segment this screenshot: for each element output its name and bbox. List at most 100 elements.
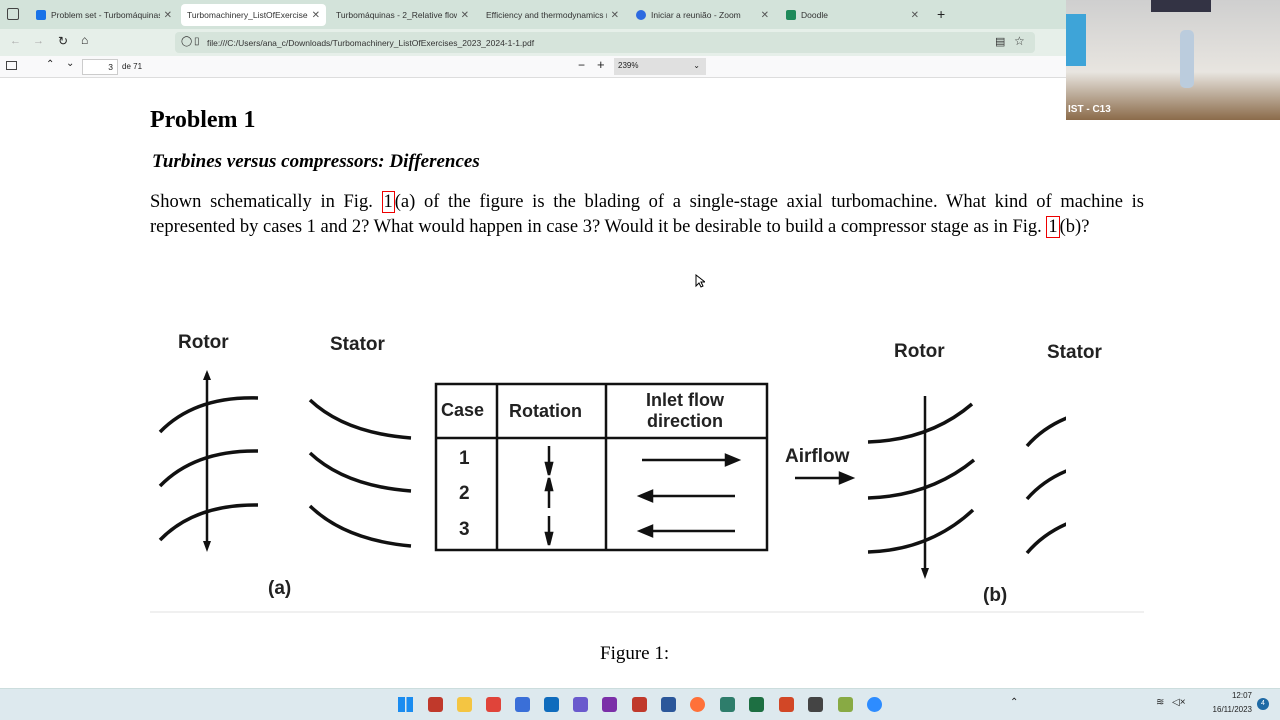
close-icon[interactable]: ✕ — [910, 9, 919, 21]
close-icon[interactable]: ✕ — [460, 9, 469, 21]
figure-link[interactable]: 1 — [1046, 216, 1060, 238]
stator-label-a: Stator — [330, 334, 385, 355]
close-icon[interactable]: ✕ — [311, 9, 320, 21]
zoom-app-icon[interactable] — [867, 697, 882, 712]
case-2: 2 — [459, 483, 470, 504]
presenter — [1180, 30, 1194, 88]
camera-label: IST - C13 — [1068, 104, 1111, 115]
tab-label: Problem set - Turbomáquinas — [51, 10, 160, 20]
tab-zoom[interactable]: Iniciar a reunião - Zoom ✕ — [630, 4, 775, 26]
text: Shown schematically in Fig. — [150, 192, 373, 212]
problem-subheading: Turbines versus compressors: Differences — [152, 151, 480, 172]
tab-list-icon[interactable] — [7, 8, 19, 20]
stator-a-blades — [308, 398, 412, 548]
tab-problem-set[interactable]: Problem set - Turbomáquinas✕ — [30, 4, 178, 26]
tab-efficiency[interactable]: Efficiency and thermodynamics rel✕ — [480, 4, 625, 26]
new-tab-button[interactable]: + — [937, 6, 946, 22]
forward-icon[interactable]: → — [33, 35, 44, 47]
firefox-icon[interactable] — [690, 697, 705, 712]
app-icon[interactable] — [573, 697, 588, 712]
problem-text: Shown schematically in Fig. 1(a) of the … — [150, 190, 1144, 240]
tab-doodle[interactable]: Doodle ✕ — [780, 4, 925, 26]
tab-label: Turbomachinery_ListOfExercises_2023 — [187, 10, 308, 20]
back-icon[interactable]: ← — [10, 35, 21, 47]
reader-view-icon[interactable]: ▤ — [995, 36, 1006, 48]
zoom-out-button[interactable]: − — [578, 58, 586, 72]
security-icon[interactable] — [515, 697, 530, 712]
close-icon[interactable]: ✕ — [163, 9, 172, 21]
next-page-button[interactable]: ⌄ — [66, 58, 75, 69]
text: (b)? — [1059, 217, 1090, 237]
chevron-up-icon[interactable]: ⌃ — [1010, 697, 1019, 708]
shield-icon: ◯ — [181, 36, 193, 47]
tab-label: Doodle — [801, 10, 828, 20]
url-text: file:///C:/Users/ana_c/Downloads/Turboma… — [207, 37, 535, 48]
screen — [1151, 0, 1211, 12]
rotor-label-a: Rotor — [178, 332, 229, 353]
close-icon[interactable]: ✕ — [760, 9, 769, 21]
case-1: 1 — [459, 448, 470, 469]
word-icon[interactable] — [661, 697, 676, 712]
app-icon[interactable] — [486, 697, 501, 712]
close-icon[interactable]: ✕ — [610, 9, 619, 21]
divider — [150, 611, 1144, 613]
zoom-select[interactable]: 239% ⌄ — [614, 58, 706, 75]
tab-label: Turbomáquinas - 2_Relative flow, e — [336, 10, 457, 20]
rotor-a-blades — [158, 396, 259, 542]
app-icon[interactable] — [720, 697, 735, 712]
powerpoint-icon[interactable] — [779, 697, 794, 712]
rotor-b-blades — [867, 402, 976, 554]
tab-label: Iniciar a reunião - Zoom — [651, 10, 741, 20]
volume-muted-icon[interactable]: ◁× — [1172, 697, 1186, 708]
app-icon[interactable] — [428, 697, 443, 712]
label-a: (a) — [268, 578, 292, 599]
figure-1 — [158, 370, 1066, 579]
text: (a) of the figure is the blading of a si… — [150, 192, 1144, 237]
app-icon[interactable] — [838, 697, 853, 712]
clock-time[interactable]: 12:07 — [1231, 691, 1252, 700]
tab-turbomachinery-pdf[interactable]: Turbomachinery_ListOfExercises_2023✕ — [181, 4, 326, 26]
stator-label-b: Stator — [1047, 342, 1102, 363]
header-rotation: Rotation — [509, 401, 582, 421]
case-3: 3 — [459, 519, 470, 540]
app-icon[interactable] — [808, 697, 823, 712]
bookmark-star-icon[interactable]: ☆ — [1014, 34, 1025, 48]
notification-badge[interactable]: 4 — [1257, 698, 1269, 710]
page-count: de 71 — [122, 62, 143, 71]
screen — [1066, 14, 1086, 66]
excel-icon[interactable] — [749, 697, 764, 712]
case-arrows — [544, 446, 856, 546]
windows-start-icon[interactable] — [398, 697, 413, 712]
header-inlet-flow: Inlet flow direction — [646, 390, 724, 431]
page-number-input[interactable]: 3 — [82, 59, 118, 75]
tab-label: Efficiency and thermodynamics rel — [486, 10, 607, 20]
zoom-value: 239% — [618, 61, 639, 70]
pdf-page: Problem 1 Turbines versus compressors: D… — [0, 78, 1144, 688]
wifi-icon[interactable]: ≋ — [1156, 697, 1165, 708]
header-case: Case — [441, 400, 485, 420]
page-icon: ▯ — [194, 36, 200, 47]
video-feed: IST - C13 — [1066, 0, 1280, 120]
zoom-in-button[interactable]: + — [597, 57, 605, 72]
rotor-label-b: Rotor — [894, 341, 945, 362]
stator-b-blades — [1025, 416, 1066, 555]
address-bar[interactable]: ◯ ▯ file:///C:/Users/ana_c/Downloads/Tur… — [175, 32, 1035, 53]
pdf-toolbar: ⌃ ⌄ 3 de 71 − + 239% ⌄ — [0, 56, 1066, 78]
chevron-down-icon: ⌄ — [693, 61, 700, 70]
onenote-icon[interactable] — [602, 697, 617, 712]
previous-page-button[interactable]: ⌃ — [46, 59, 55, 70]
reload-icon[interactable]: ↻ — [58, 34, 69, 48]
arrowhead-icon — [921, 568, 929, 579]
tab-bar: Problem set - Turbomáquinas✕ Turbomachin… — [0, 0, 1066, 29]
sidebar-toggle-icon[interactable] — [6, 61, 17, 70]
case-table — [434, 382, 769, 552]
clock-date[interactable]: 16/11/2023 — [1212, 705, 1252, 714]
matlab-icon[interactable] — [632, 697, 647, 712]
file-explorer-icon[interactable] — [457, 697, 472, 712]
outlook-icon[interactable] — [544, 697, 559, 712]
figure-link[interactable]: 1 — [381, 191, 395, 213]
tab-relative-flow[interactable]: Turbomáquinas - 2_Relative flow, e✕ — [330, 4, 475, 26]
home-icon[interactable]: ⌂ — [81, 33, 89, 47]
figure-caption: Figure 1: — [600, 643, 670, 664]
label-b: (b) — [983, 585, 1008, 606]
